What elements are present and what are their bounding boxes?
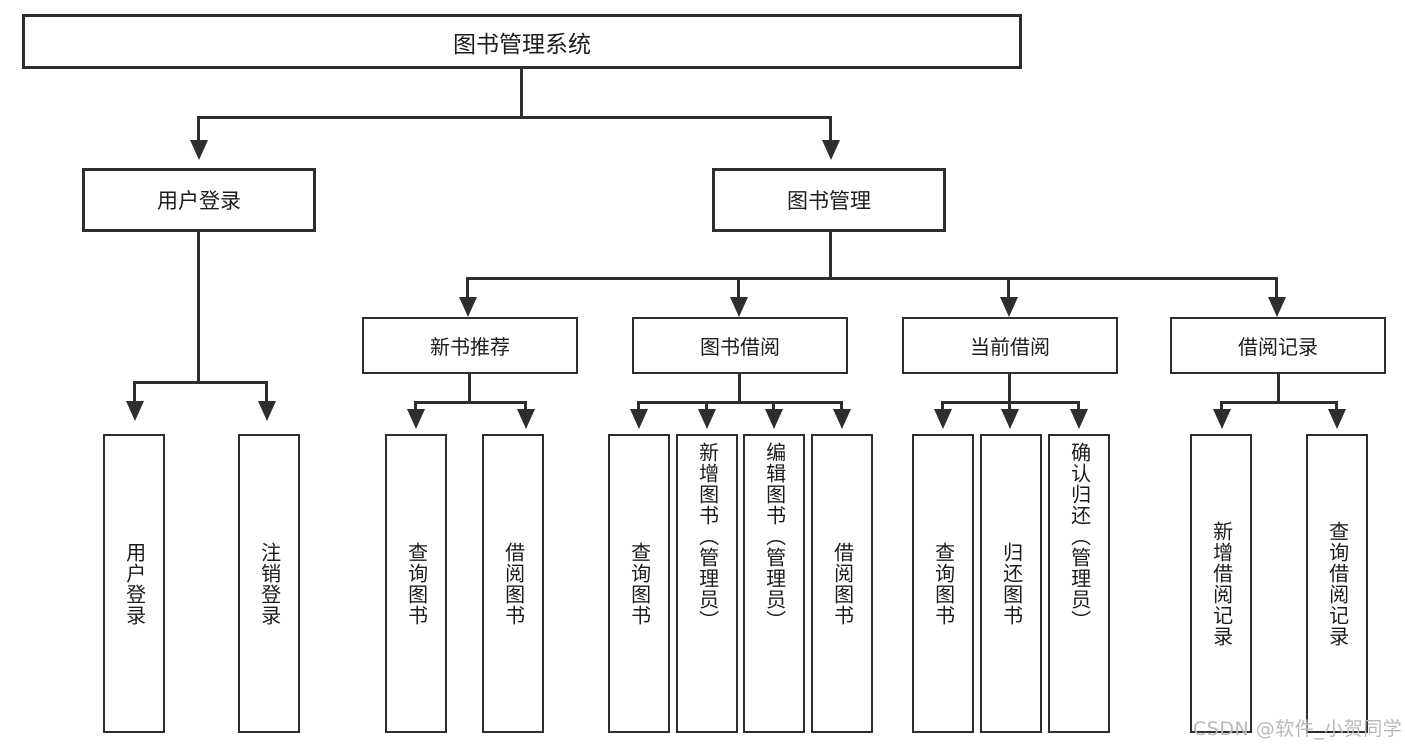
leaf-label: 新增借阅记录	[1209, 520, 1234, 647]
arrow-current-borrow-leaf-2	[1001, 409, 1019, 429]
connector-book-borrow-c3	[772, 401, 775, 415]
leaf-new-book-query-book[interactable]: 查询图书	[385, 434, 447, 733]
connector-borrow-record-stem	[1277, 374, 1280, 404]
node-book-borrow[interactable]: 图书借阅	[632, 317, 848, 374]
leaf-label: 查询图书	[627, 541, 652, 626]
leaf-book-borrow-edit-book-admin[interactable]: 编辑图书（管理员）	[743, 434, 805, 733]
connector-new-book-bus	[414, 401, 527, 404]
connector-book-manage-c4	[1275, 277, 1278, 299]
arrow-new-book-leaf-2	[517, 409, 535, 429]
node-book-management[interactable]: 图书管理	[712, 168, 946, 232]
connector-book-borrow-bus	[637, 401, 843, 404]
arrow-borrow-record-leaf-2	[1328, 409, 1346, 429]
connector-book-borrow-c4	[840, 401, 843, 415]
arrow-new-book-leaf-1	[407, 409, 425, 429]
leaf-book-borrow-borrow-book[interactable]: 借阅图书	[811, 434, 873, 733]
connector-book-manage-c2	[737, 277, 740, 299]
node-label: 图书管理	[787, 189, 871, 213]
arrow-book-borrow-leaf-3	[765, 409, 783, 429]
connector-book-manage-stem	[829, 232, 832, 280]
node-label: 借阅记录	[1238, 335, 1318, 359]
leaf-label: 注销登录	[257, 541, 282, 626]
node-borrow-record[interactable]: 借阅记录	[1170, 317, 1386, 374]
leaf-book-borrow-query-book[interactable]: 查询图书	[608, 434, 670, 733]
leaf-user-login-logout[interactable]: 注销登录	[238, 434, 300, 733]
node-label: 图书管理系统	[453, 31, 591, 58]
node-label: 图书借阅	[700, 335, 780, 359]
leaf-current-borrow-confirm-return-admin[interactable]: 确认归还（管理员）	[1048, 434, 1110, 733]
leaf-label: 查询图书	[931, 541, 956, 626]
arrow-book-borrow-leaf-4	[833, 409, 851, 429]
connector-user-login-right	[265, 381, 268, 403]
connector-book-manage-c3	[1007, 277, 1010, 299]
node-label: 新书推荐	[430, 335, 510, 359]
arrow-book-manage-to-borrow-record	[1268, 297, 1286, 317]
node-user-login[interactable]: 用户登录	[82, 168, 316, 232]
leaf-label: 归还图书	[999, 541, 1024, 626]
leaf-label: 确认归还（管理员）	[1067, 442, 1092, 631]
node-label: 当前借阅	[970, 335, 1050, 359]
connector-borrow-record-l	[1220, 401, 1223, 415]
arrow-root-to-book-manage	[822, 140, 840, 160]
arrow-book-manage-to-book-borrow	[730, 297, 748, 317]
connector-book-manage-c1	[466, 277, 469, 299]
leaf-borrow-record-add-record[interactable]: 新增借阅记录	[1190, 434, 1252, 733]
connector-book-borrow-stem	[738, 374, 741, 404]
arrow-borrow-record-leaf-1	[1213, 409, 1231, 429]
connector-borrow-record-r	[1335, 401, 1338, 415]
leaf-label: 新增图书（管理员）	[695, 442, 720, 631]
node-current-borrow[interactable]: 当前借阅	[902, 317, 1118, 374]
connector-current-borrow-stem	[1008, 374, 1011, 404]
node-label: 用户登录	[157, 189, 241, 213]
arrow-current-borrow-leaf-3	[1070, 409, 1088, 429]
leaf-current-borrow-return-book[interactable]: 归还图书	[980, 434, 1042, 733]
leaf-new-book-borrow-book[interactable]: 借阅图书	[482, 434, 544, 733]
node-root-system[interactable]: 图书管理系统	[22, 14, 1022, 69]
leaf-label: 借阅图书	[830, 541, 855, 626]
connector-current-borrow-c1	[941, 401, 944, 415]
connector-borrow-record-bus	[1220, 401, 1338, 404]
csdn-watermark: CSDN @软件_小贺同学	[1193, 718, 1403, 740]
leaf-label: 编辑图书（管理员）	[762, 442, 787, 631]
leaf-label: 查询图书	[404, 541, 429, 626]
connector-book-manage-bus	[466, 277, 1278, 280]
connector-current-borrow-c3	[1077, 401, 1080, 415]
leaf-book-borrow-add-book-admin[interactable]: 新增图书（管理员）	[676, 434, 738, 733]
arrow-user-login-leaf-1	[126, 401, 144, 421]
arrow-root-to-user-login	[190, 140, 208, 160]
connector-user-login-left	[133, 381, 136, 403]
connector-current-borrow-c2	[1008, 401, 1011, 415]
connector-book-borrow-c1	[637, 401, 640, 415]
connector-root-stem	[520, 69, 523, 117]
arrow-book-manage-to-current-borrow	[1000, 297, 1018, 317]
arrow-book-borrow-leaf-2	[698, 409, 716, 429]
leaf-borrow-record-query-record[interactable]: 查询借阅记录	[1306, 434, 1368, 733]
connector-book-borrow-c2	[705, 401, 708, 415]
leaf-current-borrow-query-book[interactable]: 查询图书	[912, 434, 974, 733]
arrow-current-borrow-leaf-1	[934, 409, 952, 429]
leaf-user-login-login[interactable]: 用户登录	[103, 434, 165, 733]
connector-new-book-l	[414, 401, 417, 415]
connector-user-login-stem	[197, 232, 200, 384]
connector-root-bus	[197, 116, 832, 119]
arrow-book-manage-to-new-book	[459, 297, 477, 317]
connector-user-login-bus	[133, 381, 268, 384]
connector-root-to-user-login	[197, 116, 200, 142]
leaf-label: 查询借阅记录	[1325, 520, 1350, 647]
leaf-label: 借阅图书	[501, 541, 526, 626]
arrow-book-borrow-leaf-1	[630, 409, 648, 429]
connector-root-to-book-manage	[829, 116, 832, 142]
leaf-label: 用户登录	[122, 541, 147, 626]
connector-new-book-stem	[468, 374, 471, 404]
arrow-user-login-leaf-2	[258, 401, 276, 421]
node-new-book-recommend[interactable]: 新书推荐	[362, 317, 578, 374]
connector-new-book-r	[524, 401, 527, 415]
